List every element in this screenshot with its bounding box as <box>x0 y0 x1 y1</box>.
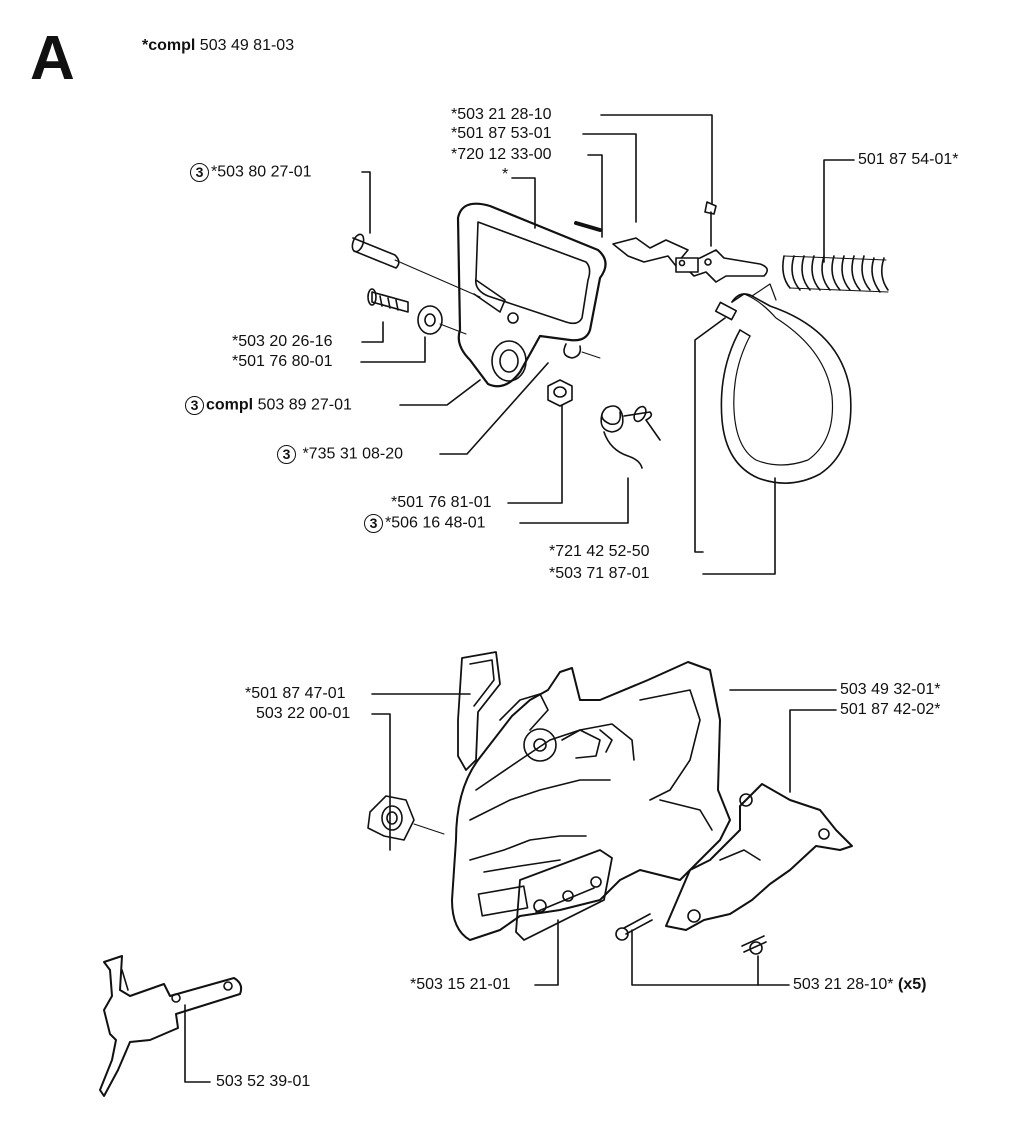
label-503-22-00-01: 503 22 00-01 <box>256 705 351 722</box>
label-503-52-39-01: 503 52 39-01 <box>216 1073 311 1090</box>
label-503-21-28-10-x5: 503 21 28-10* (x5) <box>793 976 927 993</box>
pin-part <box>351 233 481 298</box>
label-501-87-54-01: 501 87 54-01* <box>858 151 959 168</box>
section-letter: A <box>30 24 75 93</box>
circlip <box>563 343 601 359</box>
chain-guide <box>457 651 501 771</box>
scrench-tool <box>99 955 243 1097</box>
label-501-76-80-01: *501 76 80-01 <box>232 353 333 370</box>
screws <box>615 913 767 955</box>
label-501-87-47-01: *501 87 47-01 <box>245 685 346 702</box>
flange-nut <box>367 795 445 841</box>
label-720-12-33-00: *720 12 33-00 <box>451 146 552 163</box>
small-pin <box>714 301 738 321</box>
screw-and-bushing <box>367 288 467 335</box>
kit-number: *compl 503 49 81-03 <box>142 37 294 55</box>
clutch-cover <box>451 661 731 941</box>
illustration-ref-3: 3 <box>364 514 383 533</box>
coil-spring <box>782 255 889 293</box>
torsion-spring <box>600 405 661 469</box>
kit-part-number: 503 49 81-03 <box>199 37 295 54</box>
label-503-80-27-01: 3*503 80 27-01 <box>190 163 312 182</box>
brake-lever <box>574 201 768 283</box>
label-735-31-08-20: 3 *735 31 08-20 <box>277 445 403 464</box>
illustration-ref-3: 3 <box>277 445 296 464</box>
bushing-small <box>547 379 573 407</box>
label-501-87-42-02: 501 87 42-02* <box>840 701 941 718</box>
label-503-49-32-01: 503 49 32-01* <box>840 681 941 698</box>
label-721-42-52-50: *721 42 52-50 <box>549 543 650 560</box>
leader-lines-bottom <box>184 689 837 1083</box>
label-503-71-87-01: *503 71 87-01 <box>549 565 650 582</box>
leader-lines-top <box>360 114 855 575</box>
label-503-15-21-01: *503 15 21-01 <box>410 976 511 993</box>
bar-plate <box>515 849 613 941</box>
bracket-plate <box>665 783 853 931</box>
label-501-87-53-01: *501 87 53-01 <box>451 125 552 142</box>
quantity-x5: (x5) <box>897 976 927 993</box>
label-501-76-81-01: *501 76 81-01 <box>391 494 492 511</box>
brake-band <box>720 283 852 484</box>
label-503-20-26-16: *503 20 26-16 <box>232 333 333 350</box>
label-503-21-28-10: *503 21 28-10 <box>451 106 552 123</box>
kit-prefix: *compl <box>142 37 196 54</box>
label-506-16-48-01: 3*506 16 48-01 <box>364 514 486 533</box>
hand-guard <box>456 202 607 388</box>
illustration-ref-3: 3 <box>185 396 204 415</box>
label-star: * <box>502 166 509 183</box>
illustration-ref-3: 3 <box>190 163 209 182</box>
